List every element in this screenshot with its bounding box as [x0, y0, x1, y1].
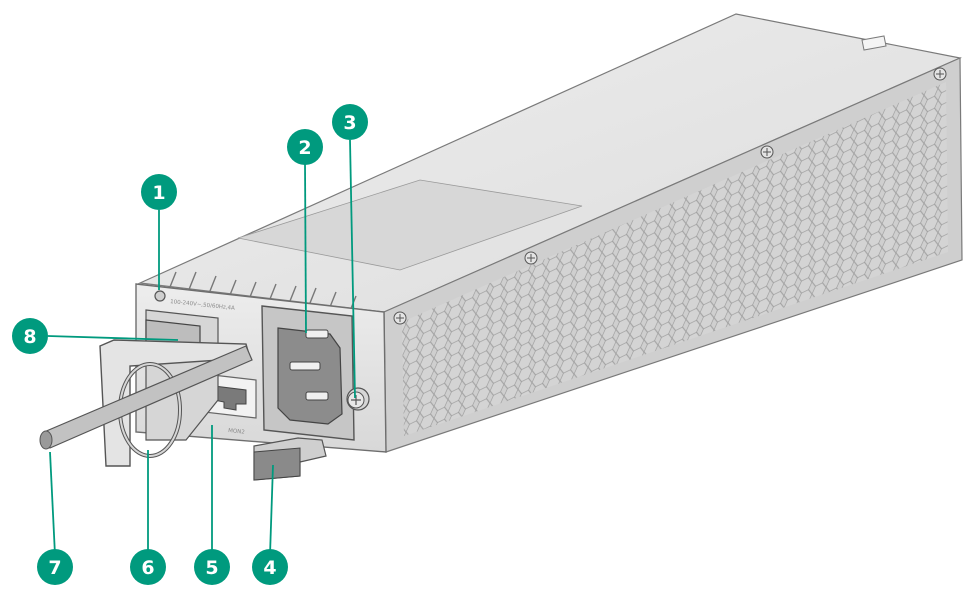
- power-cord: [39, 345, 253, 450]
- top-label-plate: [237, 179, 583, 271]
- side-screw-c: [760, 145, 774, 159]
- callout-8-label: 8: [23, 326, 36, 348]
- front-panel: 100-240V~,50/60Hz,4A MON2: [39, 283, 387, 481]
- callout-8: 8: [12, 318, 48, 354]
- callouts: 1 2 3 4 5 6 7 8: [12, 104, 368, 585]
- side-screw-b: [524, 251, 538, 265]
- callout-2: 2: [287, 129, 323, 165]
- callout-7: 7: [37, 549, 73, 585]
- callout-1: 1: [141, 174, 177, 210]
- callout-4: 4: [252, 549, 288, 585]
- callout-3: 3: [332, 104, 368, 140]
- callout-6: 6: [130, 549, 166, 585]
- leader-2: [304, 162, 307, 334]
- callout-5-label: 5: [205, 557, 218, 579]
- callout-7-label: 7: [48, 557, 61, 579]
- release-latch: [253, 437, 327, 481]
- leader-4: [269, 464, 274, 556]
- chassis-notch: [861, 35, 887, 51]
- leader-8: [47, 335, 179, 341]
- callout-3-label: 3: [343, 112, 356, 134]
- leader-lines: [47, 139, 356, 556]
- leader-3: [349, 139, 356, 399]
- psu-chassis: [137, 13, 963, 453]
- callout-6-label: 6: [141, 557, 154, 579]
- power-led: [154, 290, 166, 302]
- side-vent-grille: [402, 82, 948, 436]
- side-screw-a: [393, 311, 407, 325]
- callout-5: 5: [194, 549, 230, 585]
- grounding-screw: [346, 387, 370, 411]
- callout-1-label: 1: [152, 182, 165, 204]
- ac-power-inlet: [261, 305, 355, 441]
- side-screw-d: [933, 67, 947, 81]
- port-label: MON2: [228, 428, 245, 436]
- callout-2-label: 2: [298, 137, 311, 159]
- callout-4-label: 4: [263, 557, 276, 579]
- leader-7: [49, 451, 56, 556]
